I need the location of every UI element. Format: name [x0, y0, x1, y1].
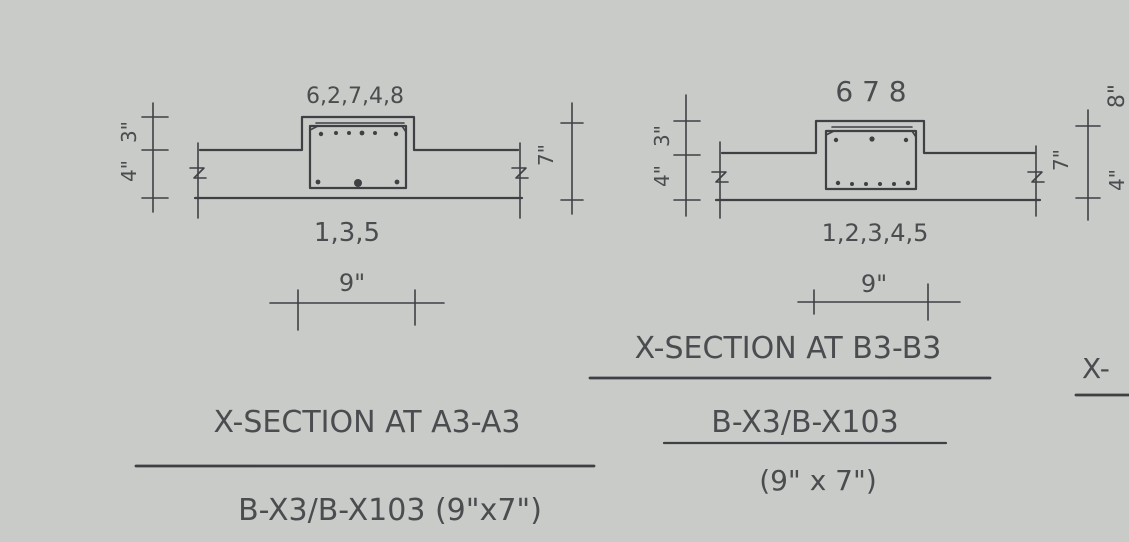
section-c-dim-bottom: 4" — [1105, 169, 1129, 191]
section-b-width-dimension — [797, 283, 961, 321]
section-a-title: X-SECTION AT A3-A3 — [213, 405, 520, 440]
section-b-bottom-bar-label: 1,2,3,4,5 — [822, 219, 929, 247]
section-a-stirrup — [308, 122, 408, 190]
section-a-top-bars — [318, 130, 399, 137]
section-b-top-bars — [833, 136, 909, 143]
section-b-subtitle-1: B-X3/B-X103 — [711, 405, 898, 440]
section-b-right-dimension — [1075, 109, 1101, 221]
section-a-width-dimension — [269, 289, 445, 331]
section-b-dim-right: 7" — [1049, 149, 1073, 171]
section-b-title: X-SECTION AT B3-B3 — [635, 331, 942, 366]
section-b-dim-bottom: 4" — [650, 165, 674, 187]
section-a-dim-right: 7" — [534, 144, 558, 166]
section-b-left-dimension — [673, 94, 701, 217]
section-a-width-label: 9" — [339, 269, 365, 297]
section-b-outline — [711, 119, 1045, 219]
section-b-subtitle-2: (9" x 7") — [759, 464, 877, 497]
section-c-title-fragment: X- — [1082, 352, 1110, 385]
section-b-top-bar-label: 6 7 8 — [835, 75, 906, 108]
section-b-bottom-bars — [835, 180, 911, 186]
section-a-left-dimension — [141, 102, 169, 213]
section-c-dim-top: 8" — [1105, 84, 1129, 108]
section-b: 3" 4" 7" 6 7 8 1,2,3,4,5 9" X-SECTION AT… — [588, 75, 1101, 497]
section-a-top-bar-label: 6,2,7,4,8 — [306, 84, 404, 109]
section-b-stirrup — [824, 126, 918, 191]
section-a-right-dimension — [560, 102, 584, 215]
section-c-partial: 8" 4" X- — [1074, 84, 1129, 397]
section-a-subtitle: B-X3/B-X103 (9"x7") — [238, 493, 542, 528]
section-a-dim-top: 3" — [117, 121, 141, 143]
section-a-bottom-bars — [315, 179, 400, 187]
section-b-width-label: 9" — [861, 270, 887, 298]
section-b-dim-top: 3" — [650, 125, 674, 147]
section-a-dim-bottom: 4" — [117, 160, 141, 182]
section-a-outline — [189, 115, 529, 219]
section-a-bottom-bar-label: 1,3,5 — [314, 218, 380, 248]
section-a: 3" 4" 7" 6,2,7,4,8 1,3,5 9" X-SECTION AT… — [117, 84, 596, 528]
